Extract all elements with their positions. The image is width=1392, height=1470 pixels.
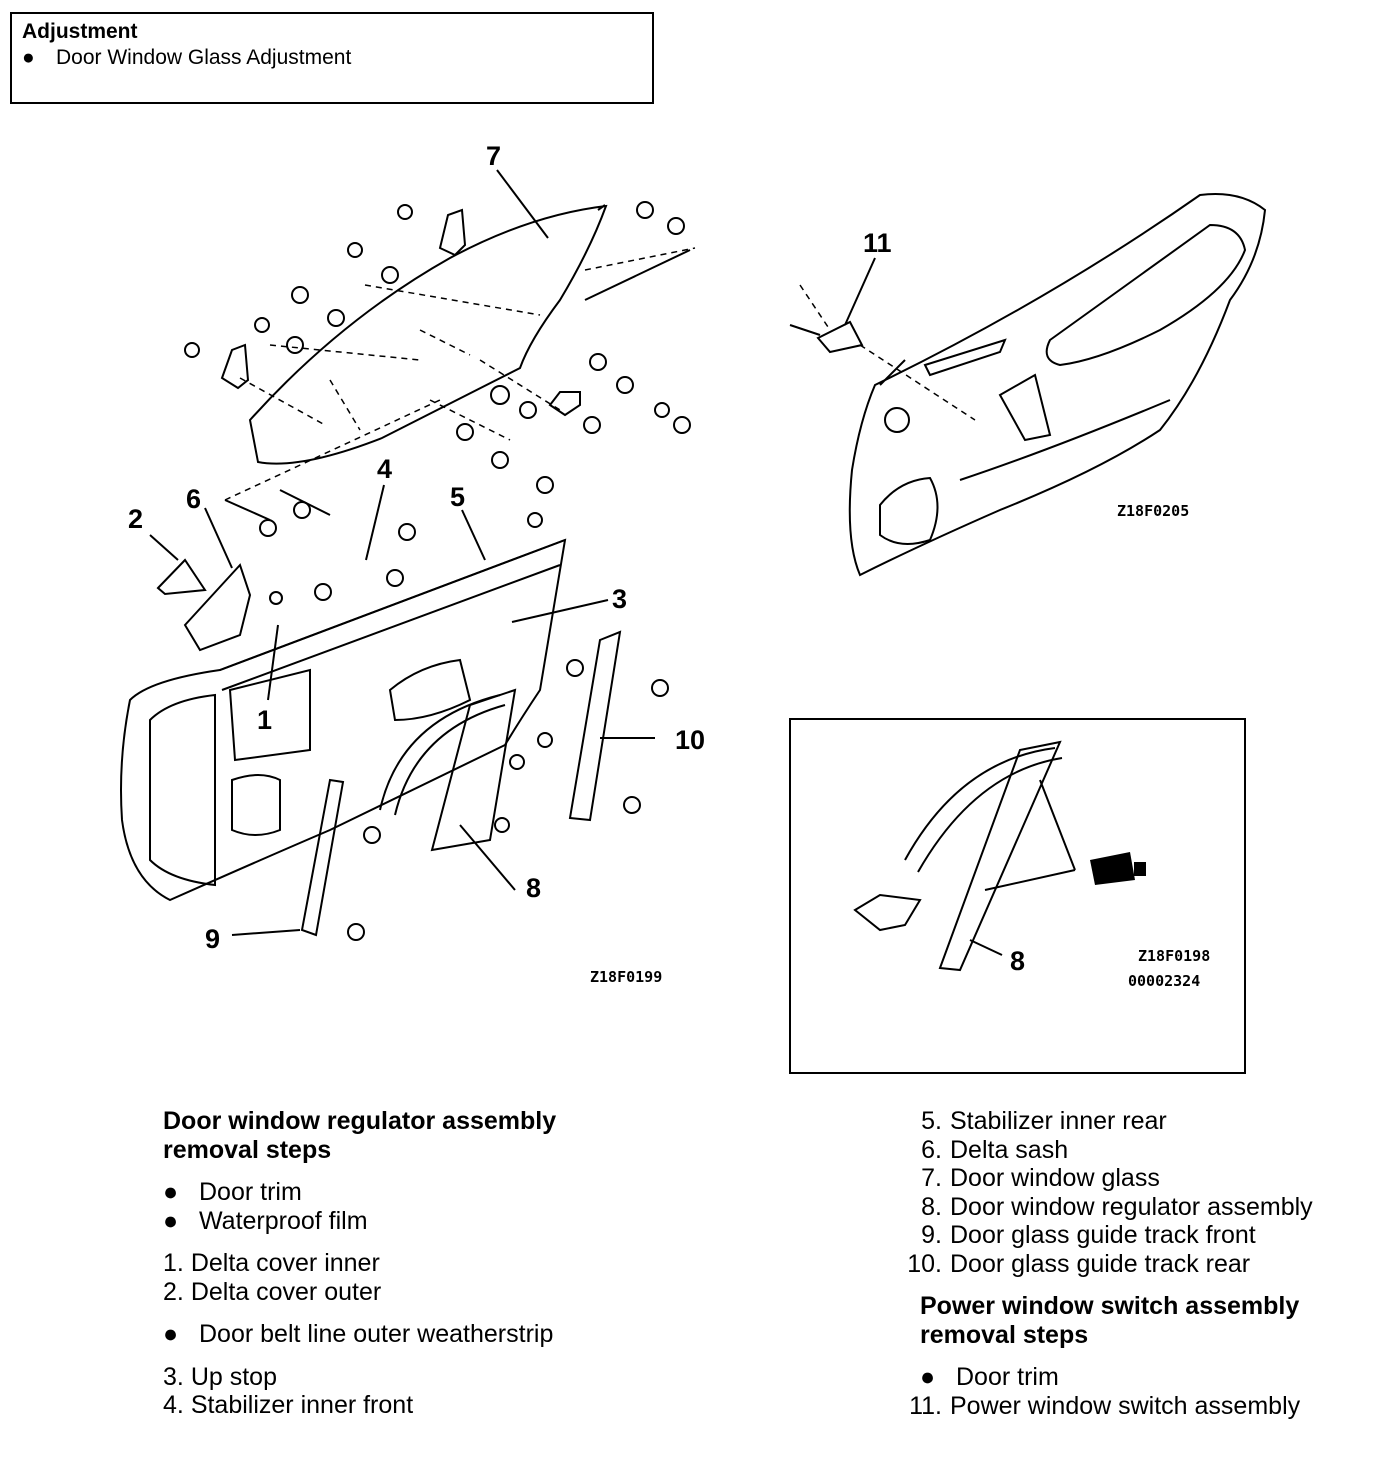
regulator-steps-continued: 5. Stabilizer inner rear 6. Delta sash 7. D…	[906, 1107, 1313, 1421]
step-text: Door window glass	[950, 1164, 1160, 1192]
callout-2: 2	[128, 504, 143, 534]
step-text: Stabilizer inner front	[190, 1391, 414, 1419]
step-number: 10.	[907, 1249, 942, 1278]
step-text: Delta cover inner	[190, 1249, 380, 1277]
callout-8: 8	[526, 873, 541, 903]
callout-4: 4	[377, 454, 392, 484]
adjustment-item: ●Door Window Glass Adjustment	[22, 46, 352, 69]
step-text: Up stop	[190, 1362, 277, 1391]
prep-item: ●Door trim	[920, 1363, 1059, 1391]
adjustment-box	[10, 12, 654, 104]
callout-9: 9	[205, 924, 220, 954]
callout-6: 6	[186, 484, 201, 514]
step-text: Door window regulator assembly	[950, 1192, 1313, 1221]
step-item: 3. Up stop	[163, 1363, 556, 1392]
step-number: 9.	[921, 1221, 942, 1249]
prep-item-text: Door belt line outer weatherstrip	[199, 1320, 554, 1348]
prep-item: ●Door belt line outer weatherstrip	[163, 1320, 554, 1348]
step-number: 7.	[921, 1164, 942, 1192]
figure-id-inset-code: 00002324	[1128, 972, 1200, 990]
step-number: 5.	[921, 1107, 942, 1135]
door-trim-panel-drawing	[848, 193, 1267, 577]
delta-sash-drawing	[183, 563, 252, 652]
prep-item: ●Door trim	[163, 1178, 302, 1206]
step-number: 11.	[909, 1391, 942, 1420]
figure-id-trim: Z18F0205	[1117, 502, 1189, 520]
step-item: 6. Delta sash	[906, 1136, 1313, 1165]
callout-11: 11	[863, 228, 892, 258]
step-item: 7. Door window glass	[906, 1164, 1313, 1193]
step-number: 1.	[163, 1249, 184, 1277]
grease-icon	[1090, 852, 1135, 885]
step-text: Power window switch assembly	[950, 1391, 1301, 1420]
regulator-heading-line1: Door window regulator assembly	[163, 1107, 557, 1135]
step-text: Stabilizer inner rear	[950, 1107, 1167, 1135]
step-number: 2.	[163, 1277, 184, 1306]
step-item: 1. Delta cover inner	[163, 1249, 556, 1278]
regulator-steps: Door window regulator assembly removal s…	[163, 1107, 556, 1420]
step-item: 10. Door glass guide track rear	[906, 1250, 1313, 1279]
fastener-set	[184, 201, 691, 941]
prep-item-text: Waterproof film	[199, 1206, 368, 1235]
switch-heading-line2: removal steps	[920, 1320, 1089, 1349]
prep-item-text: Door trim	[956, 1363, 1059, 1391]
regulator-heading-line2: removal steps	[163, 1135, 332, 1164]
step-item: 8. Door window regulator assembly	[906, 1193, 1313, 1222]
step-item: 4. Stabilizer inner front	[163, 1391, 556, 1420]
callout-1: 1	[257, 705, 272, 735]
step-item: 9. Door glass guide track front	[906, 1221, 1313, 1250]
prep-item: ●Waterproof film	[163, 1206, 368, 1235]
regulator-drawing	[430, 688, 517, 852]
inset-regulator-drawing	[938, 740, 1062, 972]
power-window-switch-drawing	[816, 320, 864, 354]
callout-5: 5	[450, 482, 465, 512]
figure-id-main: Z18F0199	[590, 968, 662, 986]
door-inner-panel-drawing	[120, 538, 567, 902]
delta-cover-outer-drawing	[156, 558, 207, 596]
step-item: 11. Power window switch assembly	[906, 1392, 1313, 1421]
step-number: 8.	[921, 1192, 942, 1221]
step-text: Door glass guide track rear	[950, 1249, 1251, 1278]
window-glass-drawing	[248, 204, 608, 465]
callout-7: 7	[486, 141, 501, 171]
step-number: 3.	[163, 1362, 184, 1391]
switch-heading-line1: Power window switch assembly	[920, 1292, 1300, 1320]
step-item: 5. Stabilizer inner rear	[906, 1107, 1313, 1136]
inset-frame	[789, 718, 1246, 1074]
figure-id-inset: Z18F0198	[1138, 947, 1210, 965]
step-number: 6.	[921, 1135, 942, 1164]
step-text: Door glass guide track front	[950, 1221, 1256, 1249]
guide-track-front-drawing	[300, 778, 345, 937]
step-number: 4.	[163, 1391, 184, 1419]
prep-item-text: Door trim	[199, 1178, 302, 1206]
step-item: 2. Delta cover outer	[163, 1278, 556, 1307]
callout-10: 10	[675, 725, 705, 755]
guide-track-rear-drawing	[568, 630, 622, 822]
step-text: Delta sash	[950, 1135, 1069, 1164]
adjustment-title: Adjustment	[22, 20, 138, 43]
step-text: Delta cover outer	[190, 1277, 382, 1306]
adjustment-item-text: Door Window Glass Adjustment	[56, 46, 352, 69]
inset-callout-8: 8	[1010, 946, 1025, 976]
callout-3: 3	[612, 584, 627, 614]
